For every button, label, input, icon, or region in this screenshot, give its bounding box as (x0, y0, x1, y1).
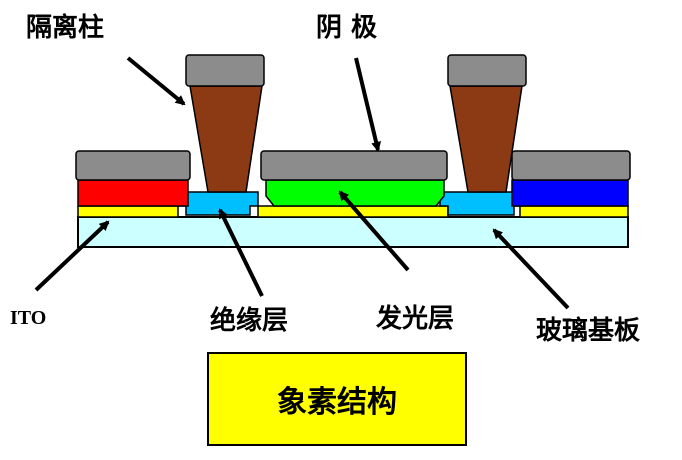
spacer-pillar-left (189, 85, 263, 193)
cathode-cap-right (447, 54, 527, 87)
label-insulator: 绝缘层 (210, 306, 289, 336)
cathode-right (511, 150, 631, 181)
insulator-right (439, 191, 523, 216)
arrow-glass (492, 228, 570, 310)
arrow-cathode (354, 57, 382, 152)
cathode-left (75, 150, 191, 181)
title-text: 象素结构 (277, 385, 397, 420)
label-spacer: 隔离柱 (26, 13, 105, 43)
cathode-middle (260, 150, 448, 181)
cathode-cap-left (185, 54, 265, 87)
insulator-left (177, 191, 259, 216)
title-box: 象素结构 (207, 352, 467, 446)
arrow-ito (34, 220, 110, 292)
emitter-blue (511, 179, 629, 207)
label-glass: 玻璃基板 (536, 316, 641, 346)
spacer-pillar-right (449, 85, 523, 193)
ito-strip-right (519, 205, 629, 218)
arrow-emitter (338, 190, 410, 272)
arrow-insulator (218, 208, 264, 297)
ito-strip-left (77, 205, 179, 218)
arrow-spacer (126, 56, 186, 106)
label-ito: ITO (10, 307, 47, 329)
glass-substrate (77, 216, 629, 248)
label-emitter: 发光层 (376, 304, 455, 334)
label-cathode: 阴 极 (316, 13, 378, 43)
emitter-green (265, 179, 445, 207)
emitter-red (77, 179, 189, 207)
